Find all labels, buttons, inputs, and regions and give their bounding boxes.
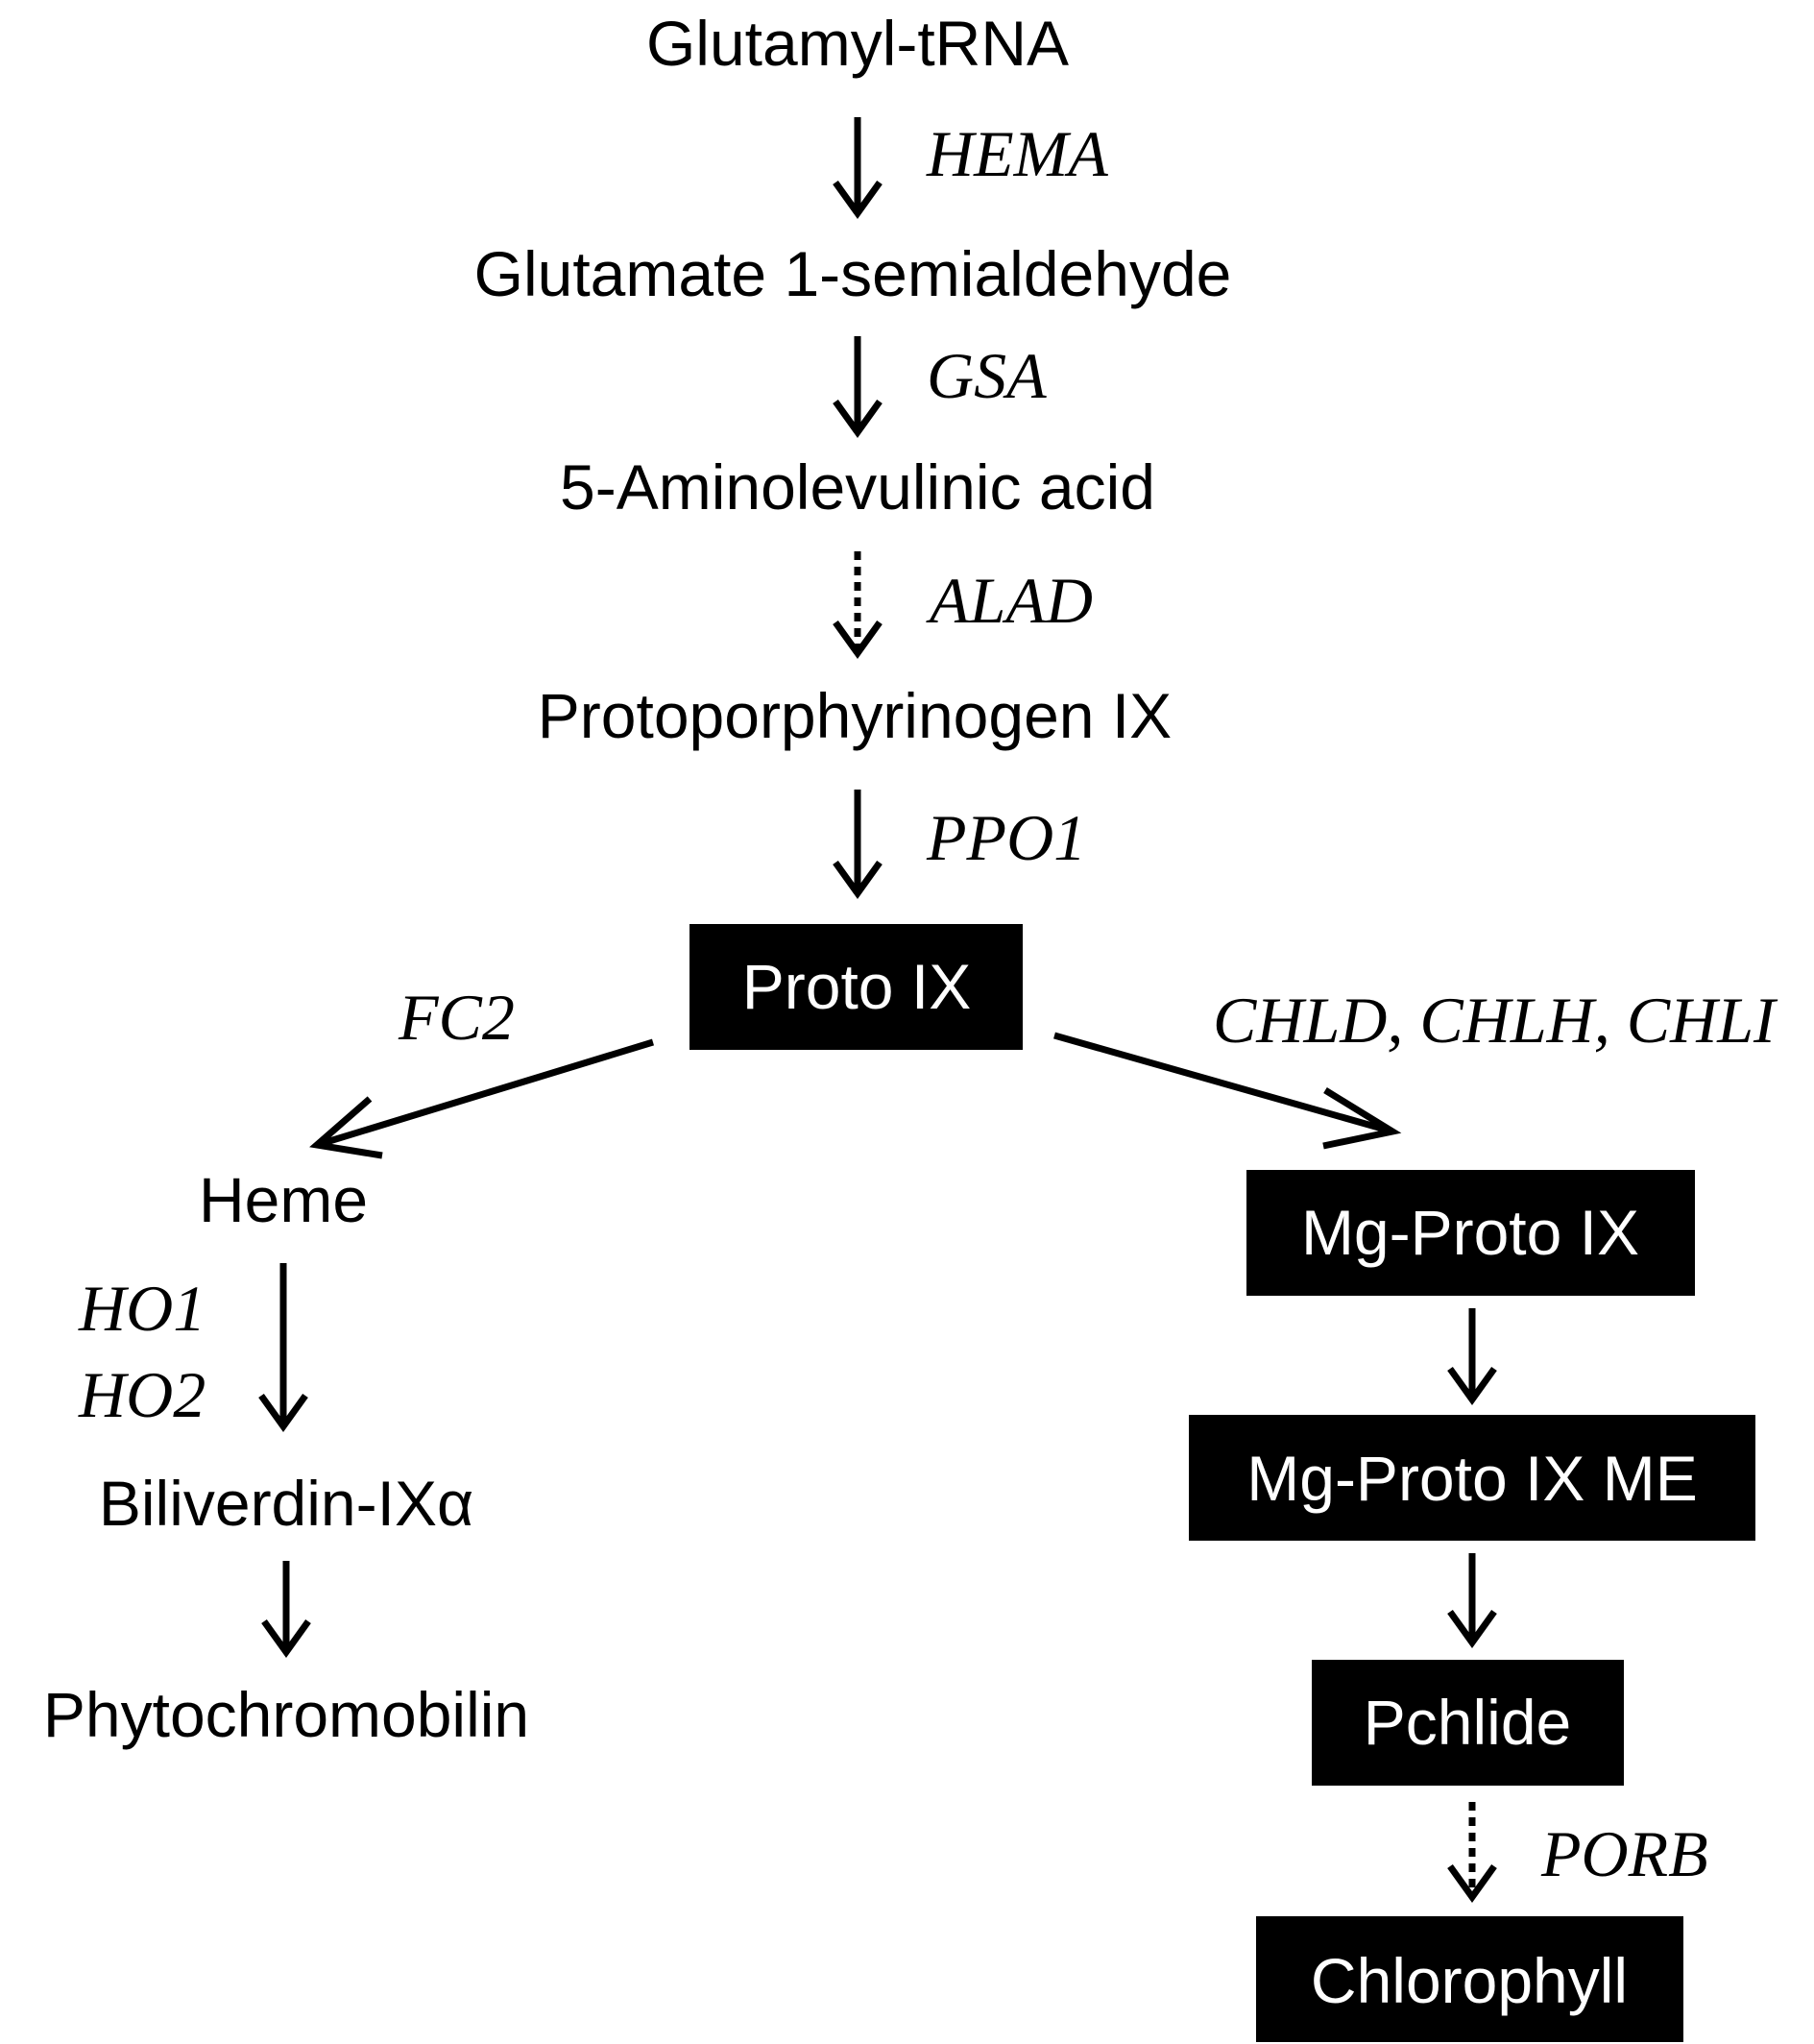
phytochromobilin-label: Phytochromobilin (43, 1679, 529, 1750)
alad-dotted-arrow (833, 551, 883, 659)
ppo1-gene-label: PPO1 (926, 801, 1086, 874)
fc2-gene-label: FC2 (398, 981, 515, 1054)
mg-proto-me-arrow (1447, 1308, 1497, 1405)
heme-label: Heme (199, 1164, 368, 1235)
pchlide-arrow (1447, 1553, 1497, 1648)
glutamyl-trna-label: Glutamyl-tRNA (646, 8, 1069, 79)
hema-arrow (833, 117, 883, 219)
glutamate-semialdehyde-label: Glutamate 1-semialdehyde (474, 238, 1232, 309)
gsa-arrow (833, 336, 883, 438)
porb-gene-label: PORB (1540, 1817, 1708, 1890)
mg-proto-ix-me-label: Mg-Proto IX ME (1246, 1443, 1697, 1514)
pchlide-box: Pchlide (1312, 1660, 1624, 1786)
porb-dotted-arrow (1447, 1802, 1497, 1903)
mg-proto-ix-me-box: Mg-Proto IX ME (1189, 1415, 1755, 1541)
mg-proto-ix-box: Mg-Proto IX (1246, 1170, 1695, 1296)
chl-branch-arrow (1053, 1032, 1402, 1150)
ho1-gene-label: HO1 (78, 1272, 206, 1345)
biliverdin-label: Biliverdin-IXα (99, 1468, 473, 1539)
fc2-branch-arrow (309, 1038, 655, 1159)
chlorophyll-label: Chlorophyll (1311, 1945, 1628, 2016)
hema-gene-label: HEMA (926, 117, 1108, 190)
proto-ix-box: Proto IX (689, 924, 1023, 1050)
gsa-gene-label: GSA (927, 339, 1047, 412)
ho-arrow (258, 1263, 308, 1432)
mg-proto-ix-label: Mg-Proto IX (1301, 1197, 1639, 1268)
alad-gene-label: ALAD (926, 564, 1093, 637)
chlorophyll-box: Chlorophyll (1256, 1916, 1683, 2042)
proto-ix-label: Proto IX (742, 951, 971, 1022)
aminolevulinic-acid-label: 5-Aminolevulinic acid (560, 451, 1155, 523)
chl-genes-label: CHLD, CHLH, CHLI (1213, 984, 1778, 1057)
protoporphyrinogen-label: Protoporphyrinogen IX (538, 680, 1172, 751)
ho2-gene-label: HO2 (78, 1358, 206, 1431)
biliverdin-arrow (261, 1561, 311, 1658)
ppo1-arrow (833, 790, 883, 899)
pchlide-label: Pchlide (1364, 1687, 1571, 1758)
